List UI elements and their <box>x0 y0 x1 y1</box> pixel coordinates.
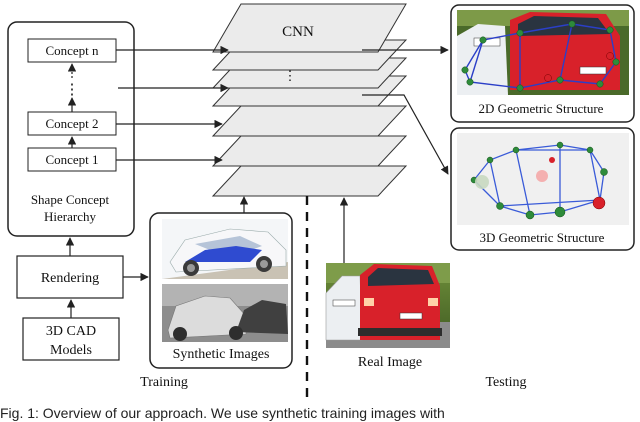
figure-caption: Fig. 1: Overview of our approach. We use… <box>0 405 445 421</box>
concept-2-box: Concept 2 <box>27 111 117 136</box>
hierarchy-title-line1: Shape Concept <box>31 192 110 207</box>
cnn-label: CNN <box>282 24 314 40</box>
synthetic-image-bottom <box>162 284 288 342</box>
arrow-cnn-to-3d <box>362 94 449 175</box>
cnn-dots: ⋮ <box>284 68 297 83</box>
real-image-label: Real Image <box>358 355 422 370</box>
training-label: Training <box>140 375 188 390</box>
output-3d-label: 3D Geometric Structure <box>480 230 605 245</box>
concept-1-label: Concept 1 <box>45 152 98 167</box>
cnn-layer-5 <box>211 105 408 137</box>
output-2d-image <box>457 10 629 95</box>
cnn-layer-6 <box>211 135 408 167</box>
rendering-label: Rendering <box>41 271 99 286</box>
cnn-layer-1 <box>212 3 407 53</box>
hierarchy-ellipsis: ⋮ <box>65 82 80 98</box>
concept-n-label: Concept n <box>45 43 99 58</box>
output-2d-label: 2D Geometric Structure <box>479 101 604 116</box>
output-3d-image <box>457 133 629 225</box>
concept-n-box: Concept n <box>27 38 117 63</box>
cad-label-line1: 3D CAD <box>46 324 96 339</box>
concept-1-box: Concept 1 <box>27 147 117 172</box>
rendering-box <box>16 255 124 299</box>
concept-2-label: Concept 2 <box>45 116 98 131</box>
testing-label: Testing <box>485 375 526 390</box>
cad-label-line2: Models <box>50 343 92 358</box>
cnn-layer-7 <box>211 165 408 197</box>
synthetic-images-label: Synthetic Images <box>173 347 270 362</box>
cnn-layer-stack <box>211 3 408 197</box>
hierarchy-title-line2: Hierarchy <box>44 209 96 224</box>
synthetic-image-top <box>162 219 288 279</box>
real-image <box>325 263 450 348</box>
